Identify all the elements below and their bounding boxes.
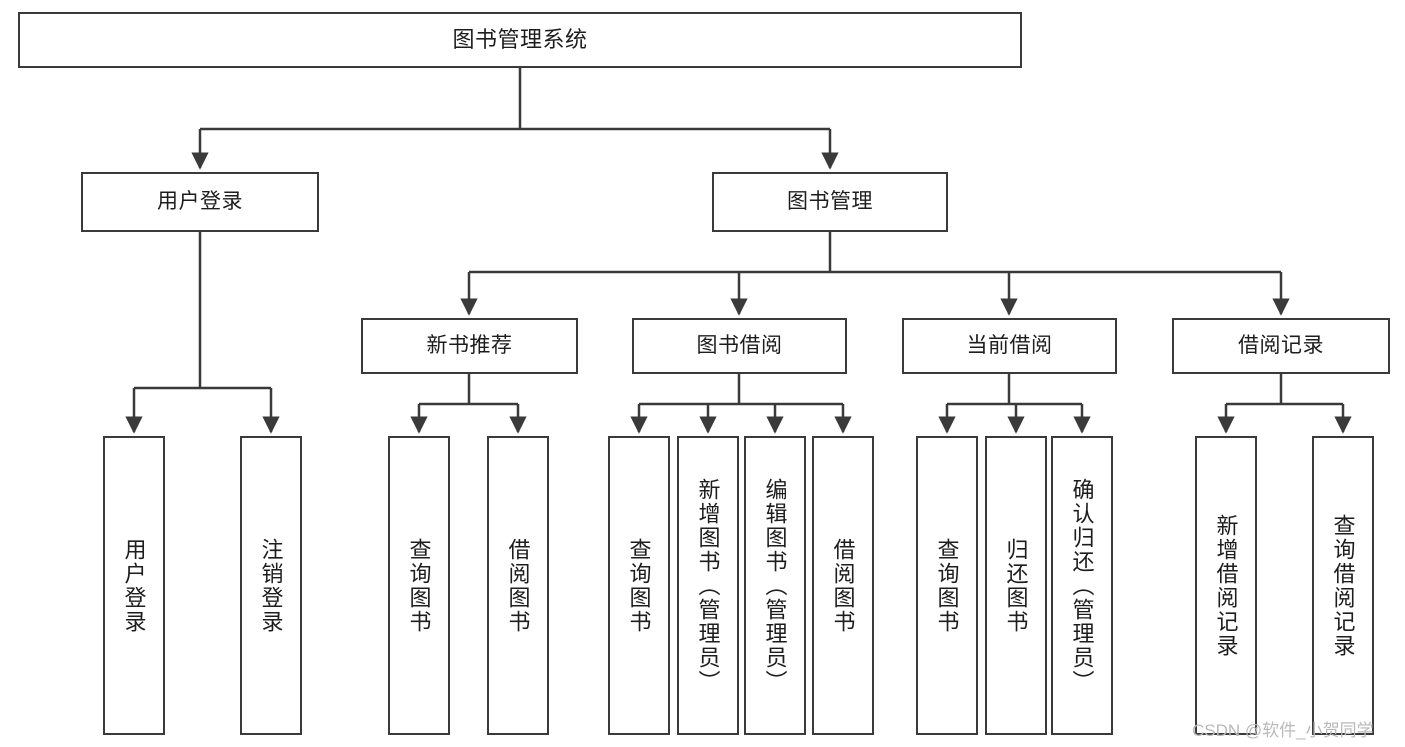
node-book-borrow[interactable]: 图书借阅 <box>632 318 847 374</box>
leaf-add-book-admin[interactable]: 新增图书（管理员） <box>677 436 739 735</box>
leaf-borrow-book[interactable]: 借阅图书 <box>812 436 874 735</box>
leaf-query-book-newbook[interactable]: 查询图书 <box>388 436 450 735</box>
node-book-borrow-label: 图书借阅 <box>696 334 783 358</box>
leaf-query-book-newbook-label: 查询图书 <box>406 537 432 634</box>
leaf-borrow-book-newbook[interactable]: 借阅图书 <box>487 436 549 735</box>
leaf-query-borrow-record[interactable]: 查询借阅记录 <box>1312 436 1374 735</box>
node-borrow-record-label: 借阅记录 <box>1238 334 1324 358</box>
node-book-management[interactable]: 图书管理 <box>712 172 948 232</box>
leaf-add-book-admin-label: 新增图书（管理员） <box>695 477 721 694</box>
leaf-user-login-label: 用户登录 <box>121 537 147 634</box>
leaf-return-book[interactable]: 归还图书 <box>985 436 1047 735</box>
node-borrow-record[interactable]: 借阅记录 <box>1172 318 1390 374</box>
node-user-login[interactable]: 用户登录 <box>81 172 319 232</box>
leaf-borrow-book-newbook-label: 借阅图书 <box>505 537 531 634</box>
csdn-watermark: CSDN @软件_小贺同学 <box>1192 721 1374 740</box>
leaf-query-book-current-label: 查询图书 <box>934 537 960 634</box>
leaf-confirm-return-admin[interactable]: 确认归还（管理员） <box>1051 436 1113 735</box>
node-current-borrow-label: 当前借阅 <box>966 334 1053 358</box>
leaf-edit-book-admin-label: 编辑图书（管理员） <box>762 477 788 694</box>
leaf-add-borrow-record[interactable]: 新增借阅记录 <box>1195 436 1257 735</box>
leaf-borrow-book-label: 借阅图书 <box>830 537 856 634</box>
leaf-logout-login[interactable]: 注销登录 <box>240 436 302 735</box>
node-user-login-label: 用户登录 <box>157 190 243 214</box>
node-new-book-recommend-label: 新书推荐 <box>426 334 513 358</box>
leaf-add-borrow-record-label: 新增借阅记录 <box>1213 513 1239 658</box>
leaf-edit-book-admin[interactable]: 编辑图书（管理员） <box>744 436 806 735</box>
leaf-query-book-borrow-label: 查询图书 <box>626 537 652 634</box>
node-current-borrow[interactable]: 当前借阅 <box>902 318 1117 374</box>
node-root-label: 图书管理系统 <box>452 26 588 52</box>
leaf-return-book-label: 归还图书 <box>1003 537 1029 634</box>
leaf-query-borrow-record-label: 查询借阅记录 <box>1330 513 1356 658</box>
leaf-logout-login-label: 注销登录 <box>258 537 284 634</box>
node-new-book-recommend[interactable]: 新书推荐 <box>361 318 578 374</box>
leaf-confirm-return-admin-label: 确认归还（管理员） <box>1069 477 1095 694</box>
node-book-management-label: 图书管理 <box>787 190 873 214</box>
node-root[interactable]: 图书管理系统 <box>18 12 1022 68</box>
leaf-query-book-current[interactable]: 查询图书 <box>916 436 978 735</box>
leaf-user-login[interactable]: 用户登录 <box>103 436 165 735</box>
leaf-query-book-borrow[interactable]: 查询图书 <box>608 436 670 735</box>
